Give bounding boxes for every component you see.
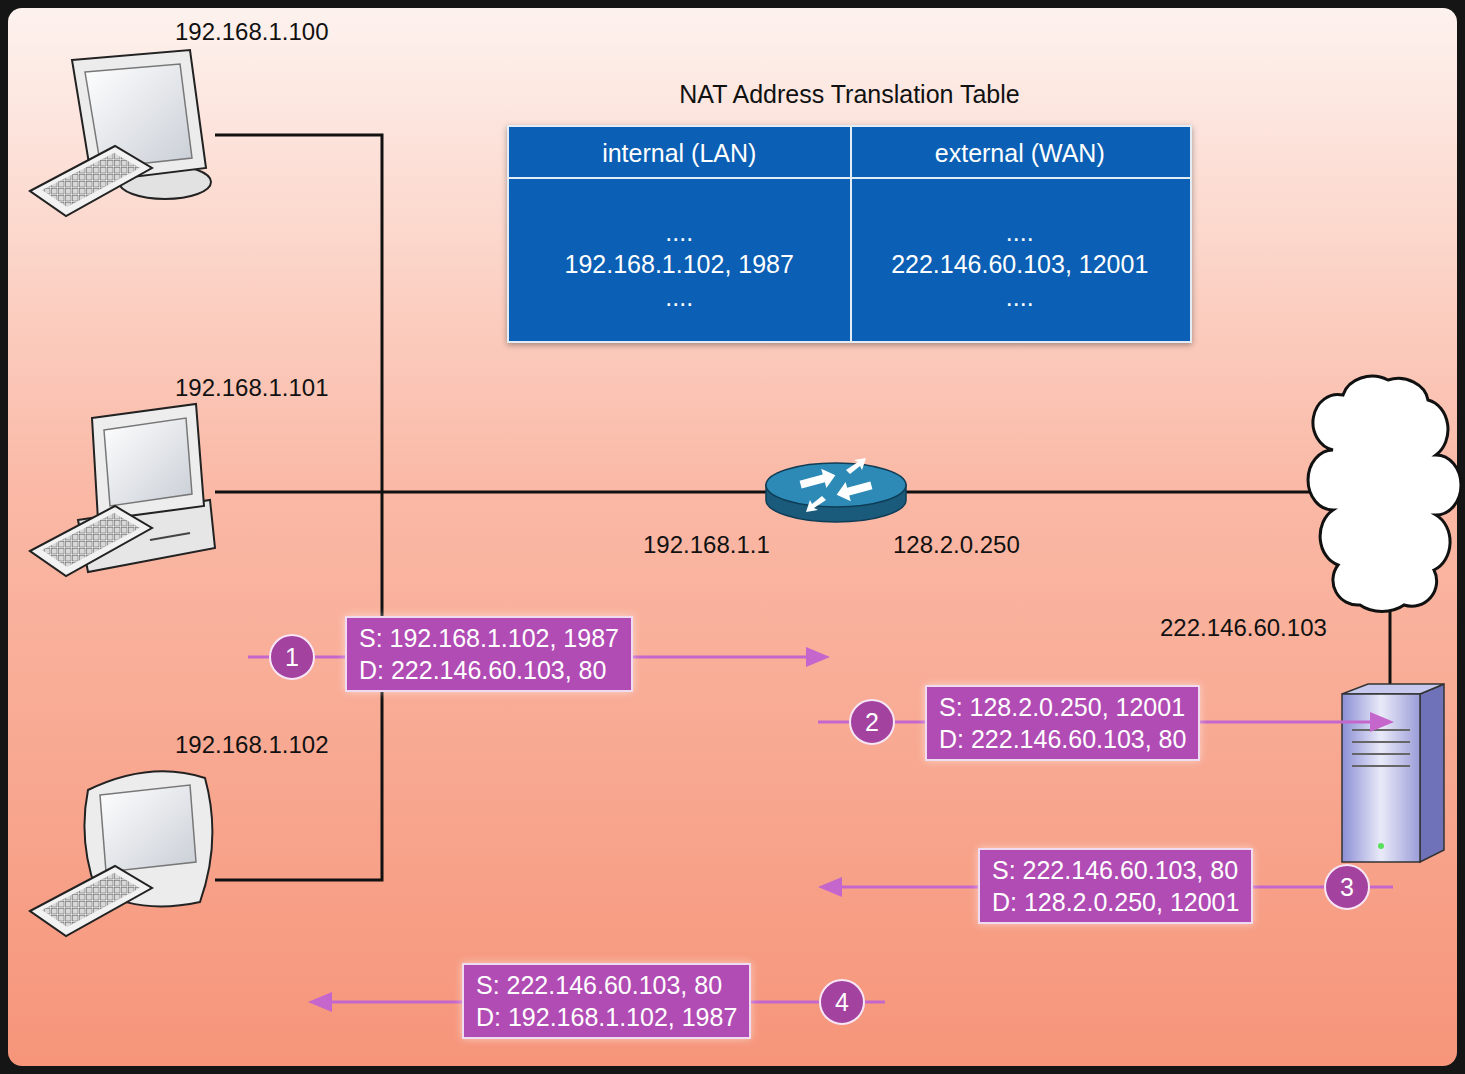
router-arrows [798,458,874,512]
server-wire [1389,604,1392,688]
keyboard [30,866,152,936]
callout-number: 2 [849,699,895,745]
keyboard [30,146,152,216]
arrowhead [308,992,332,1012]
server-icon [1342,684,1444,862]
table-cell: .... [850,282,1191,312]
callout-number: 4 [819,979,865,1025]
ip-address-label: 128.2.0.250 [893,531,1020,559]
table-rule [850,127,852,341]
screen [104,418,192,506]
server-front [1342,694,1420,862]
callout-number: 3 [1324,864,1370,910]
ip-address-label: 192.168.1.101 [175,374,328,402]
table-cell: .... [850,217,1191,247]
packet-address: D: 222.146.60.103, 80 [359,654,619,686]
callout-number: 2 [865,708,879,737]
server-side [1420,684,1444,862]
ip-address-label: 192.168.1.1 [643,531,770,559]
table-header: internal (LAN) [509,138,850,168]
router-icon [766,458,906,522]
packet-address: D: 222.146.60.103, 80 [939,723,1186,755]
drive-slot [150,533,190,540]
packet-address: S: 222.146.60.103, 80 [476,969,737,1001]
table-cell: .... [509,282,850,312]
table-cell: 222.146.60.103, 12001 [850,249,1191,279]
lan-bus [215,135,382,880]
table-cell: .... [509,217,850,247]
table-cell: 192.168.1.102, 1987 [509,249,850,279]
arrowhead [806,647,830,667]
packet-box: S: 222.146.60.103, 80D: 192.168.1.102, 1… [462,963,751,1039]
packet-arrows [248,647,1394,1012]
internet-cloud [1308,376,1461,611]
monitor [92,404,204,520]
table-rule [509,177,1190,179]
packet-box: S: 192.168.1.102, 1987D: 222.146.60.103,… [345,616,633,692]
computer-icon [30,771,212,936]
background-panel [8,8,1457,1066]
nat-table: NAT Address Translation Tableinternal (L… [507,125,1192,343]
packet-address: S: 192.168.1.102, 1987 [359,622,619,654]
drive-bays [1352,730,1410,766]
packet-address: S: 222.146.60.103, 80 [992,854,1239,886]
callout-number: 1 [269,634,315,680]
packet-address: S: 128.2.0.250, 12001 [939,691,1186,723]
packet-address: D: 128.2.0.250, 12001 [992,886,1239,918]
power-light [1378,843,1384,849]
computer-icon [30,50,211,216]
ip-address-label: 192.168.1.102 [175,731,328,759]
packet-address: D: 192.168.1.102, 1987 [476,1001,737,1033]
callout-number: 1 [285,643,299,672]
packet-box: S: 222.146.60.103, 80D: 128.2.0.250, 120… [978,848,1253,924]
arrowhead [818,877,842,897]
router-top [766,463,906,507]
ip-address-label: 192.168.1.100 [175,18,328,46]
table-header: external (WAN) [850,138,1191,168]
screen [100,785,196,872]
packet-box: S: 128.2.0.250, 12001D: 222.146.60.103, … [925,685,1200,761]
callout-number: 4 [835,988,849,1017]
callout-number: 3 [1340,873,1354,902]
table-title: NAT Address Translation Table [469,79,1230,109]
arrowhead [1370,712,1394,732]
ip-address-label: 222.146.60.103 [1160,614,1327,642]
keyboard [30,506,152,576]
server-top [1342,684,1444,694]
computer-icon [30,404,215,576]
